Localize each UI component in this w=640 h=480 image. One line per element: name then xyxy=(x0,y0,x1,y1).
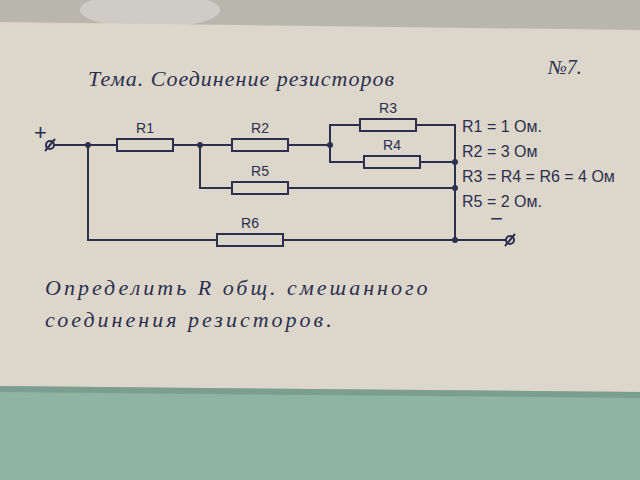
resistor-symbol xyxy=(231,138,289,152)
wire xyxy=(455,239,506,241)
resistor-label: R5 xyxy=(231,163,289,179)
resistor-symbol xyxy=(359,118,417,132)
title-text: Тема. Соединение резисторов xyxy=(88,66,395,91)
title: Тема. Соединение резисторов xyxy=(88,66,395,92)
wire xyxy=(284,188,455,240)
wire xyxy=(174,145,231,188)
circuit-wiring xyxy=(45,139,515,246)
resistor-label: R4 xyxy=(363,137,421,153)
wire xyxy=(88,145,216,240)
resistor: R1 xyxy=(116,120,174,152)
resistor: R3 xyxy=(359,100,417,132)
resistor: R4 xyxy=(363,137,421,169)
resistor-label: R6 xyxy=(216,215,284,231)
junction-dots xyxy=(85,142,458,243)
label-text: + xyxy=(34,120,47,145)
card-shadow xyxy=(0,386,640,398)
resistor-symbol xyxy=(363,155,421,169)
resistor-value: R2 = 3 Ом xyxy=(462,143,537,161)
resistor: R2 xyxy=(231,120,289,152)
resistor-symbol xyxy=(116,138,174,152)
resistor-value: R3 = R4 = R6 = 4 Ом xyxy=(462,168,615,186)
wire xyxy=(289,145,363,162)
wire xyxy=(289,125,359,145)
terminal-sign: + xyxy=(34,120,47,146)
task-statement: Определить R общ. смешанного соединения … xyxy=(45,272,545,336)
resistor-label: R2 xyxy=(231,120,289,136)
resistor-value: R5 = 2 Ом. xyxy=(462,193,542,211)
wire xyxy=(284,125,455,240)
resistor-label: R1 xyxy=(116,120,174,136)
resistor-symbol xyxy=(231,181,289,195)
resistor-symbol xyxy=(216,233,284,247)
label-text: R2 = 3 Ом xyxy=(462,143,537,160)
cardboard-card xyxy=(0,22,640,392)
terminal-slash xyxy=(505,234,515,246)
resistor: R5 xyxy=(231,163,289,195)
resistor-value: R1 = 1 Ом. xyxy=(462,118,542,136)
task-text: Определить R общ. смешанного соединения … xyxy=(45,275,431,332)
task-number: №7. xyxy=(548,56,582,79)
label-text: R5 = 2 Ом. xyxy=(462,193,542,210)
resistor: R6 xyxy=(216,215,284,247)
label-text: R3 = R4 = R6 = 4 Ом xyxy=(462,168,615,185)
wire xyxy=(284,162,455,240)
label-text: R1 = 1 Ом. xyxy=(462,118,542,135)
label-text: №7. xyxy=(548,56,582,78)
wire xyxy=(54,144,88,146)
resistor-label: R3 xyxy=(359,100,417,116)
